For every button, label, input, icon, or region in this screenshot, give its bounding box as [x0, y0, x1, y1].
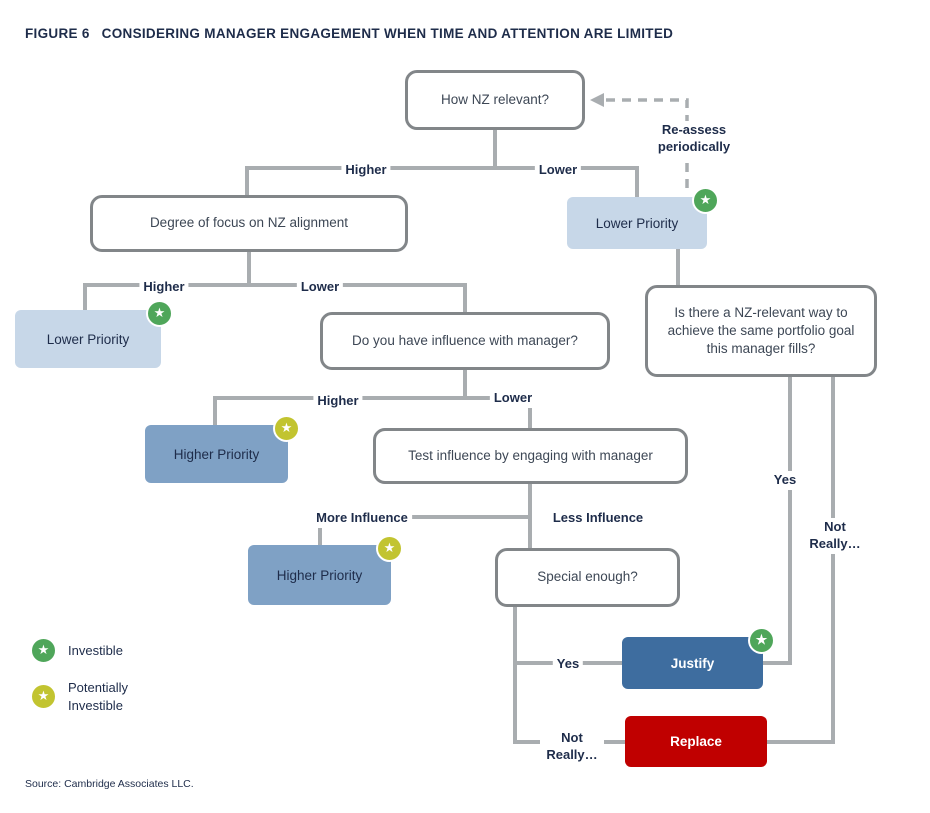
reassess-arrowhead-icon	[590, 93, 604, 107]
node-degree-of-focus: Degree of focus on NZ alignment	[90, 195, 408, 252]
branch-label-yes-bottom: Yes	[552, 655, 584, 674]
source-note: Source: Cambridge Associates LLC.	[25, 778, 194, 790]
branch-label-higher-3: Higher	[313, 392, 363, 411]
branch-label-lower-2: Lower	[296, 278, 344, 297]
node-special-enough: Special enough?	[495, 548, 680, 607]
legend-investible-label: Investible	[68, 643, 123, 658]
branch-label-not-really-bottom: Not Really…	[540, 729, 604, 765]
node-label: Higher Priority	[276, 567, 363, 583]
legend-potentially-investible-label: Potentially Investible	[68, 680, 128, 713]
branch-label-yes-right: Yes	[769, 471, 801, 490]
branch-label-higher-2: Higher	[139, 278, 189, 297]
figure-title-text: CONSIDERING MANAGER ENGAGEMENT WHEN TIME…	[101, 26, 674, 41]
investible-star-icon: ★	[692, 187, 719, 214]
branch-label-lower-1: Lower	[534, 161, 582, 180]
node-test-influence: Test influence by engaging with manager	[373, 428, 688, 484]
potentially-investible-star-icon: ★	[273, 415, 300, 442]
figure-title: FIGURE 6 CONSIDERING MANAGER ENGAGEMENT W…	[25, 26, 673, 41]
node-label: Higher Priority	[173, 446, 260, 462]
node-label: Lower Priority	[595, 215, 679, 231]
node-lower-priority-left: Lower Priority ★	[15, 300, 173, 368]
node-higher-priority-2: Higher Priority ★	[248, 535, 403, 605]
node-influence-with-manager: Do you have influence with manager?	[320, 312, 610, 370]
node-label: Replace	[670, 734, 722, 749]
branch-label-not-really-right: Not Really…	[803, 518, 867, 554]
branch-label-higher-1: Higher	[341, 161, 391, 180]
branch-label-less-influence: Less Influence	[548, 509, 648, 528]
connector-special-branches	[513, 605, 627, 744]
node-higher-priority-1: Higher Priority ★	[145, 415, 300, 483]
branch-label-reassess: Re-assess periodically	[644, 121, 744, 157]
connector-influence-split	[213, 368, 532, 432]
node-label: Lower Priority	[46, 331, 130, 347]
branch-label-lower-3: Lower	[489, 389, 537, 408]
node-nz-relevant-way: Is there a NZ-relevant way to achieve th…	[645, 285, 877, 377]
node-justify: Justify ★	[622, 627, 775, 689]
legend-potentially-investible-star-icon: ★	[30, 683, 57, 710]
node-label: Justify	[670, 655, 715, 671]
investible-star-icon: ★	[748, 627, 775, 654]
node-replace: Replace	[625, 716, 767, 767]
node-how-nz-relevant: How NZ relevant?	[405, 70, 585, 130]
branch-label-more-influence: More Influence	[312, 509, 412, 528]
node-lower-priority-right: Lower Priority ★	[567, 187, 719, 249]
legend-investible-star-icon: ★	[30, 637, 57, 664]
potentially-investible-star-icon: ★	[376, 535, 403, 562]
investible-star-icon: ★	[146, 300, 173, 327]
figure-label: FIGURE 6	[25, 26, 90, 41]
